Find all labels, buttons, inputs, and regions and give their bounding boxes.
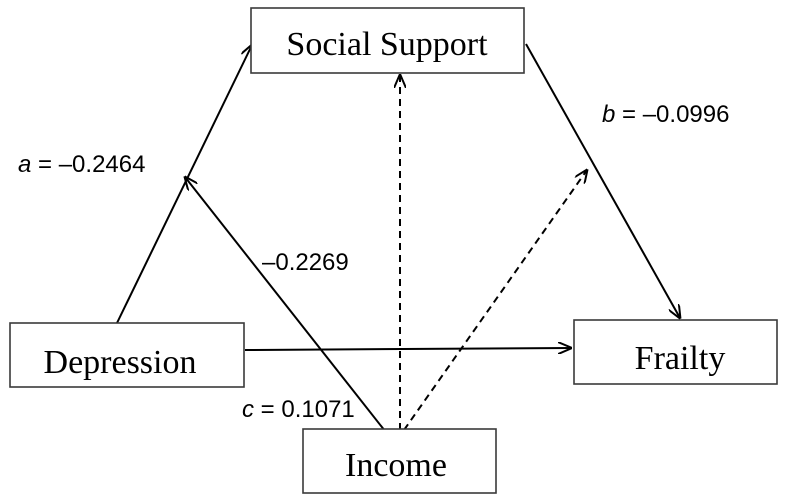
node-frailty: Frailty (573, 319, 778, 385)
arrow-income-to-depression-path (185, 177, 386, 432)
path-b-symbol: b (602, 101, 615, 128)
node-depression-label: Depression (44, 344, 197, 381)
arrow-depression-to-frailty (244, 348, 571, 350)
arrow-depression-to-social-support (116, 45, 252, 324)
path-b-label: b = –0.0996 (602, 101, 729, 128)
path-a-value: = –0.2464 (31, 151, 145, 178)
node-depression: Depression (9, 322, 245, 388)
node-social-support: Social Support (250, 7, 525, 74)
arrow-social-support-to-frailty (525, 43, 680, 318)
path-c-label: c = 0.1071 (242, 396, 355, 423)
node-social-support-label: Social Support (286, 26, 488, 63)
path-a-label: a = –0.2464 (18, 151, 145, 178)
dashed-arrow-income-to-b-path (403, 170, 587, 431)
node-income-label: Income (345, 447, 447, 484)
path-a-symbol: a (18, 151, 31, 178)
path-b-value: = –0.0996 (615, 101, 729, 128)
path-c-value: = 0.1071 (254, 396, 355, 423)
path-c-symbol: c (242, 396, 254, 423)
income-to-depression-coefficient: –0.2269 (262, 249, 349, 276)
node-frailty-label: Frailty (635, 340, 726, 377)
node-income: Income (302, 428, 497, 494)
